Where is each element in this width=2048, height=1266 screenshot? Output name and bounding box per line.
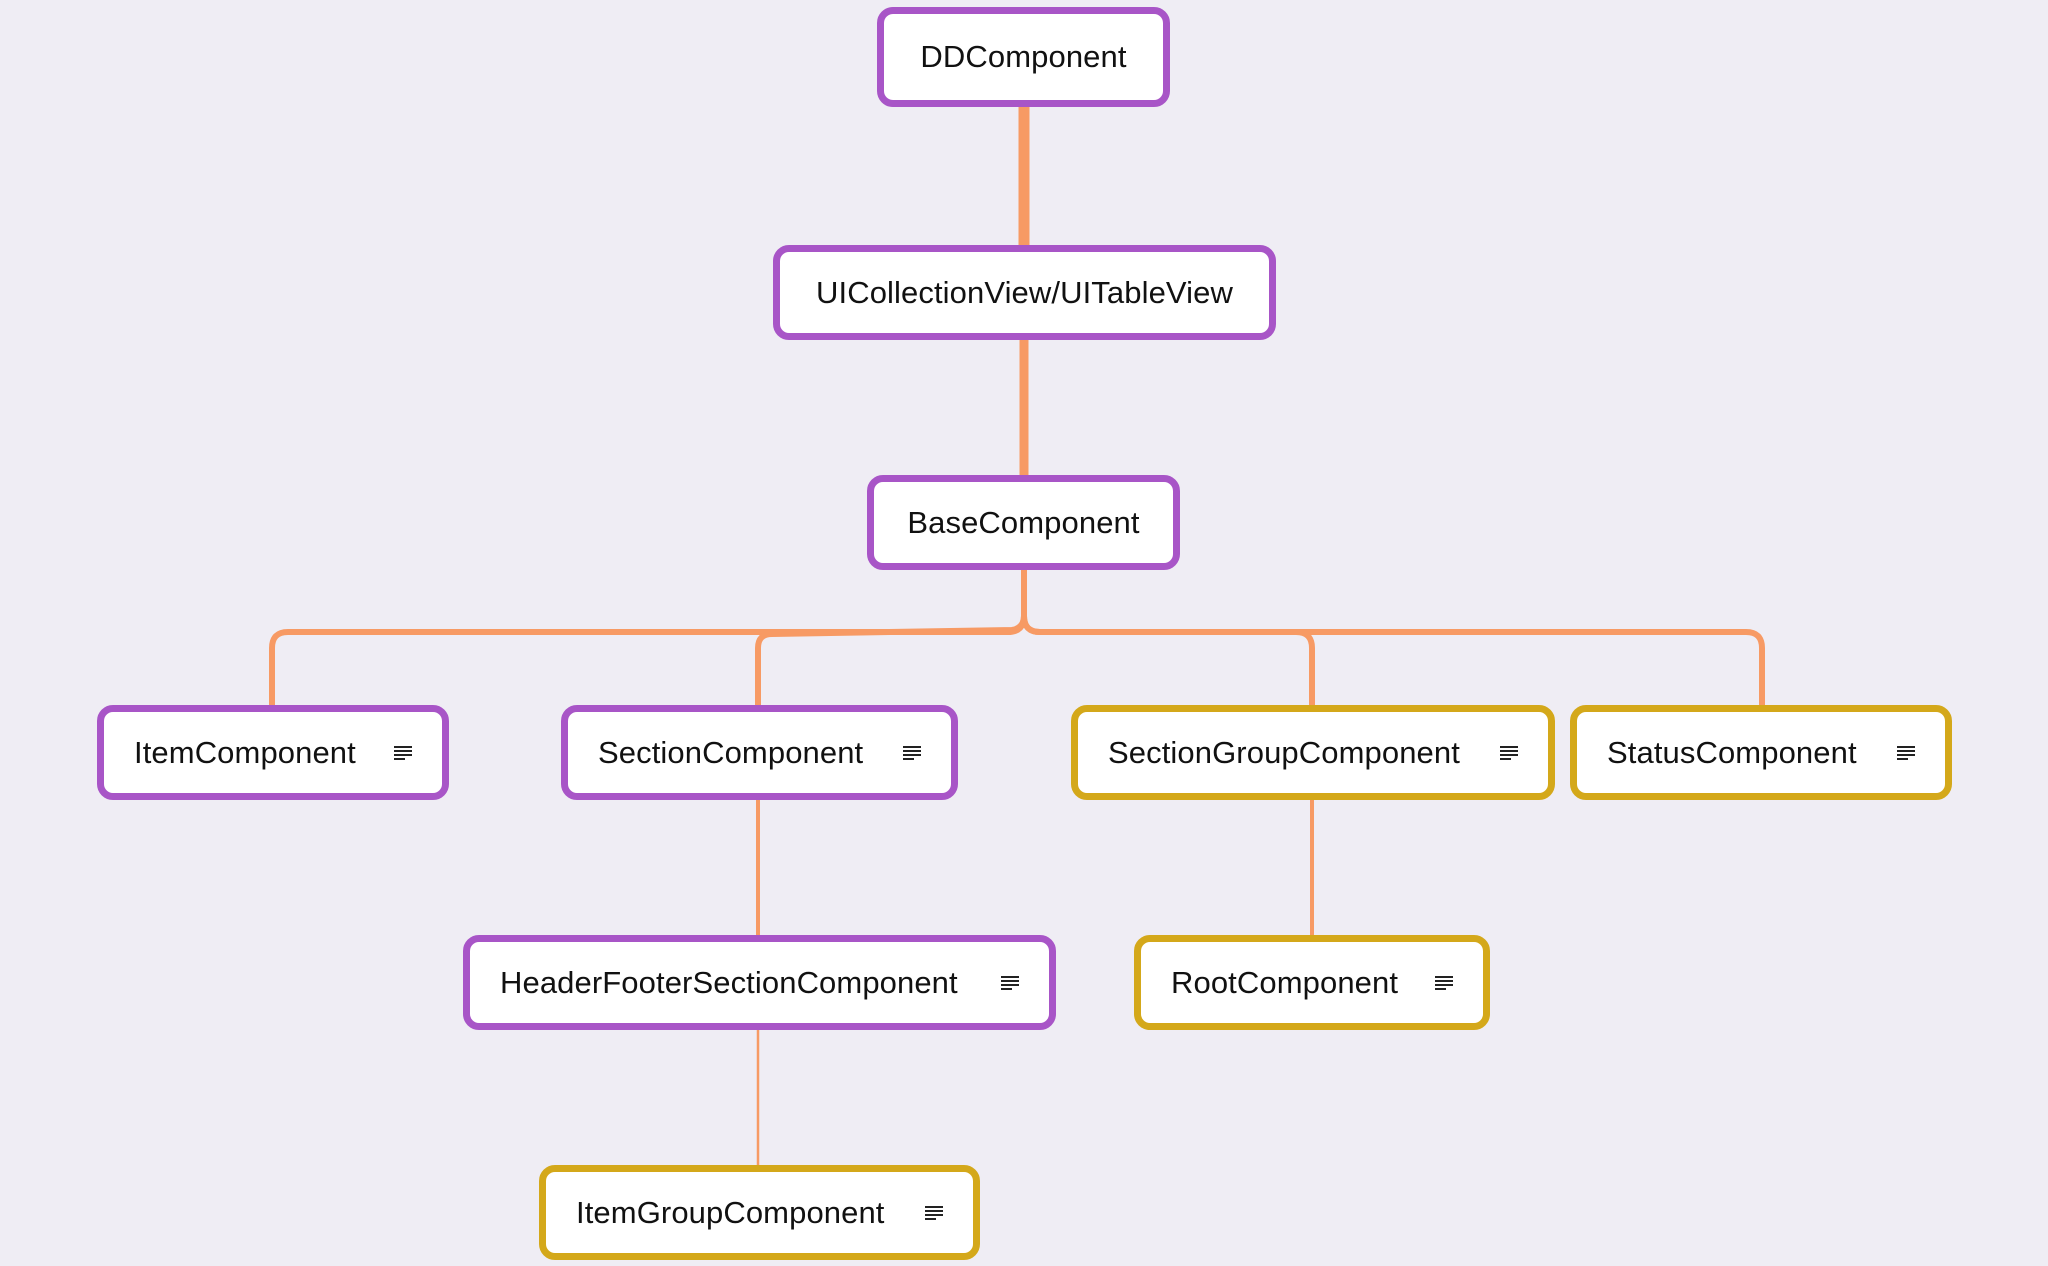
node-label: DDComponent <box>920 39 1127 74</box>
note-lines-icon[interactable] <box>1897 745 1915 760</box>
node-statuscomponent[interactable]: StatusComponent <box>1570 705 1952 800</box>
note-lines-icon[interactable] <box>925 1205 943 1220</box>
node-sectioncomponent[interactable]: SectionComponent <box>561 705 958 800</box>
note-lines-icon[interactable] <box>1435 975 1453 990</box>
node-label: UICollectionView/UITableView <box>816 274 1233 310</box>
note-lines-icon[interactable] <box>903 745 921 760</box>
node-label: BaseComponent <box>907 504 1140 540</box>
node-label: SectionComponent <box>598 734 864 770</box>
node-label: ItemComponent <box>134 734 356 770</box>
node-ddcomponent[interactable]: DDComponent <box>877 7 1170 107</box>
node-uicollectionview-uitableview[interactable]: UICollectionView/UITableView <box>773 245 1276 340</box>
note-lines-icon[interactable] <box>394 745 412 760</box>
node-rootcomponent[interactable]: RootComponent <box>1134 935 1490 1030</box>
node-sectiongroupcomponent[interactable]: SectionGroupComponent <box>1071 705 1555 800</box>
node-label: RootComponent <box>1171 964 1399 1000</box>
node-label: ItemGroupComponent <box>576 1194 885 1230</box>
connector-base-item <box>269 566 1027 709</box>
node-itemcomponent[interactable]: ItemComponent <box>97 705 449 800</box>
connector-base-status <box>1021 613 1765 709</box>
note-lines-icon[interactable] <box>1001 975 1019 990</box>
node-label: HeaderFooterSectionComponent <box>500 964 958 1000</box>
node-headerfootersectioncomponent[interactable]: HeaderFooterSectionComponent <box>463 935 1056 1030</box>
node-itemgroupcomponent[interactable]: ItemGroupComponent <box>539 1165 980 1260</box>
note-lines-icon[interactable] <box>1500 745 1518 760</box>
node-label: SectionGroupComponent <box>1108 734 1460 770</box>
node-label: StatusComponent <box>1607 734 1857 770</box>
node-basecomponent[interactable]: BaseComponent <box>867 475 1180 570</box>
